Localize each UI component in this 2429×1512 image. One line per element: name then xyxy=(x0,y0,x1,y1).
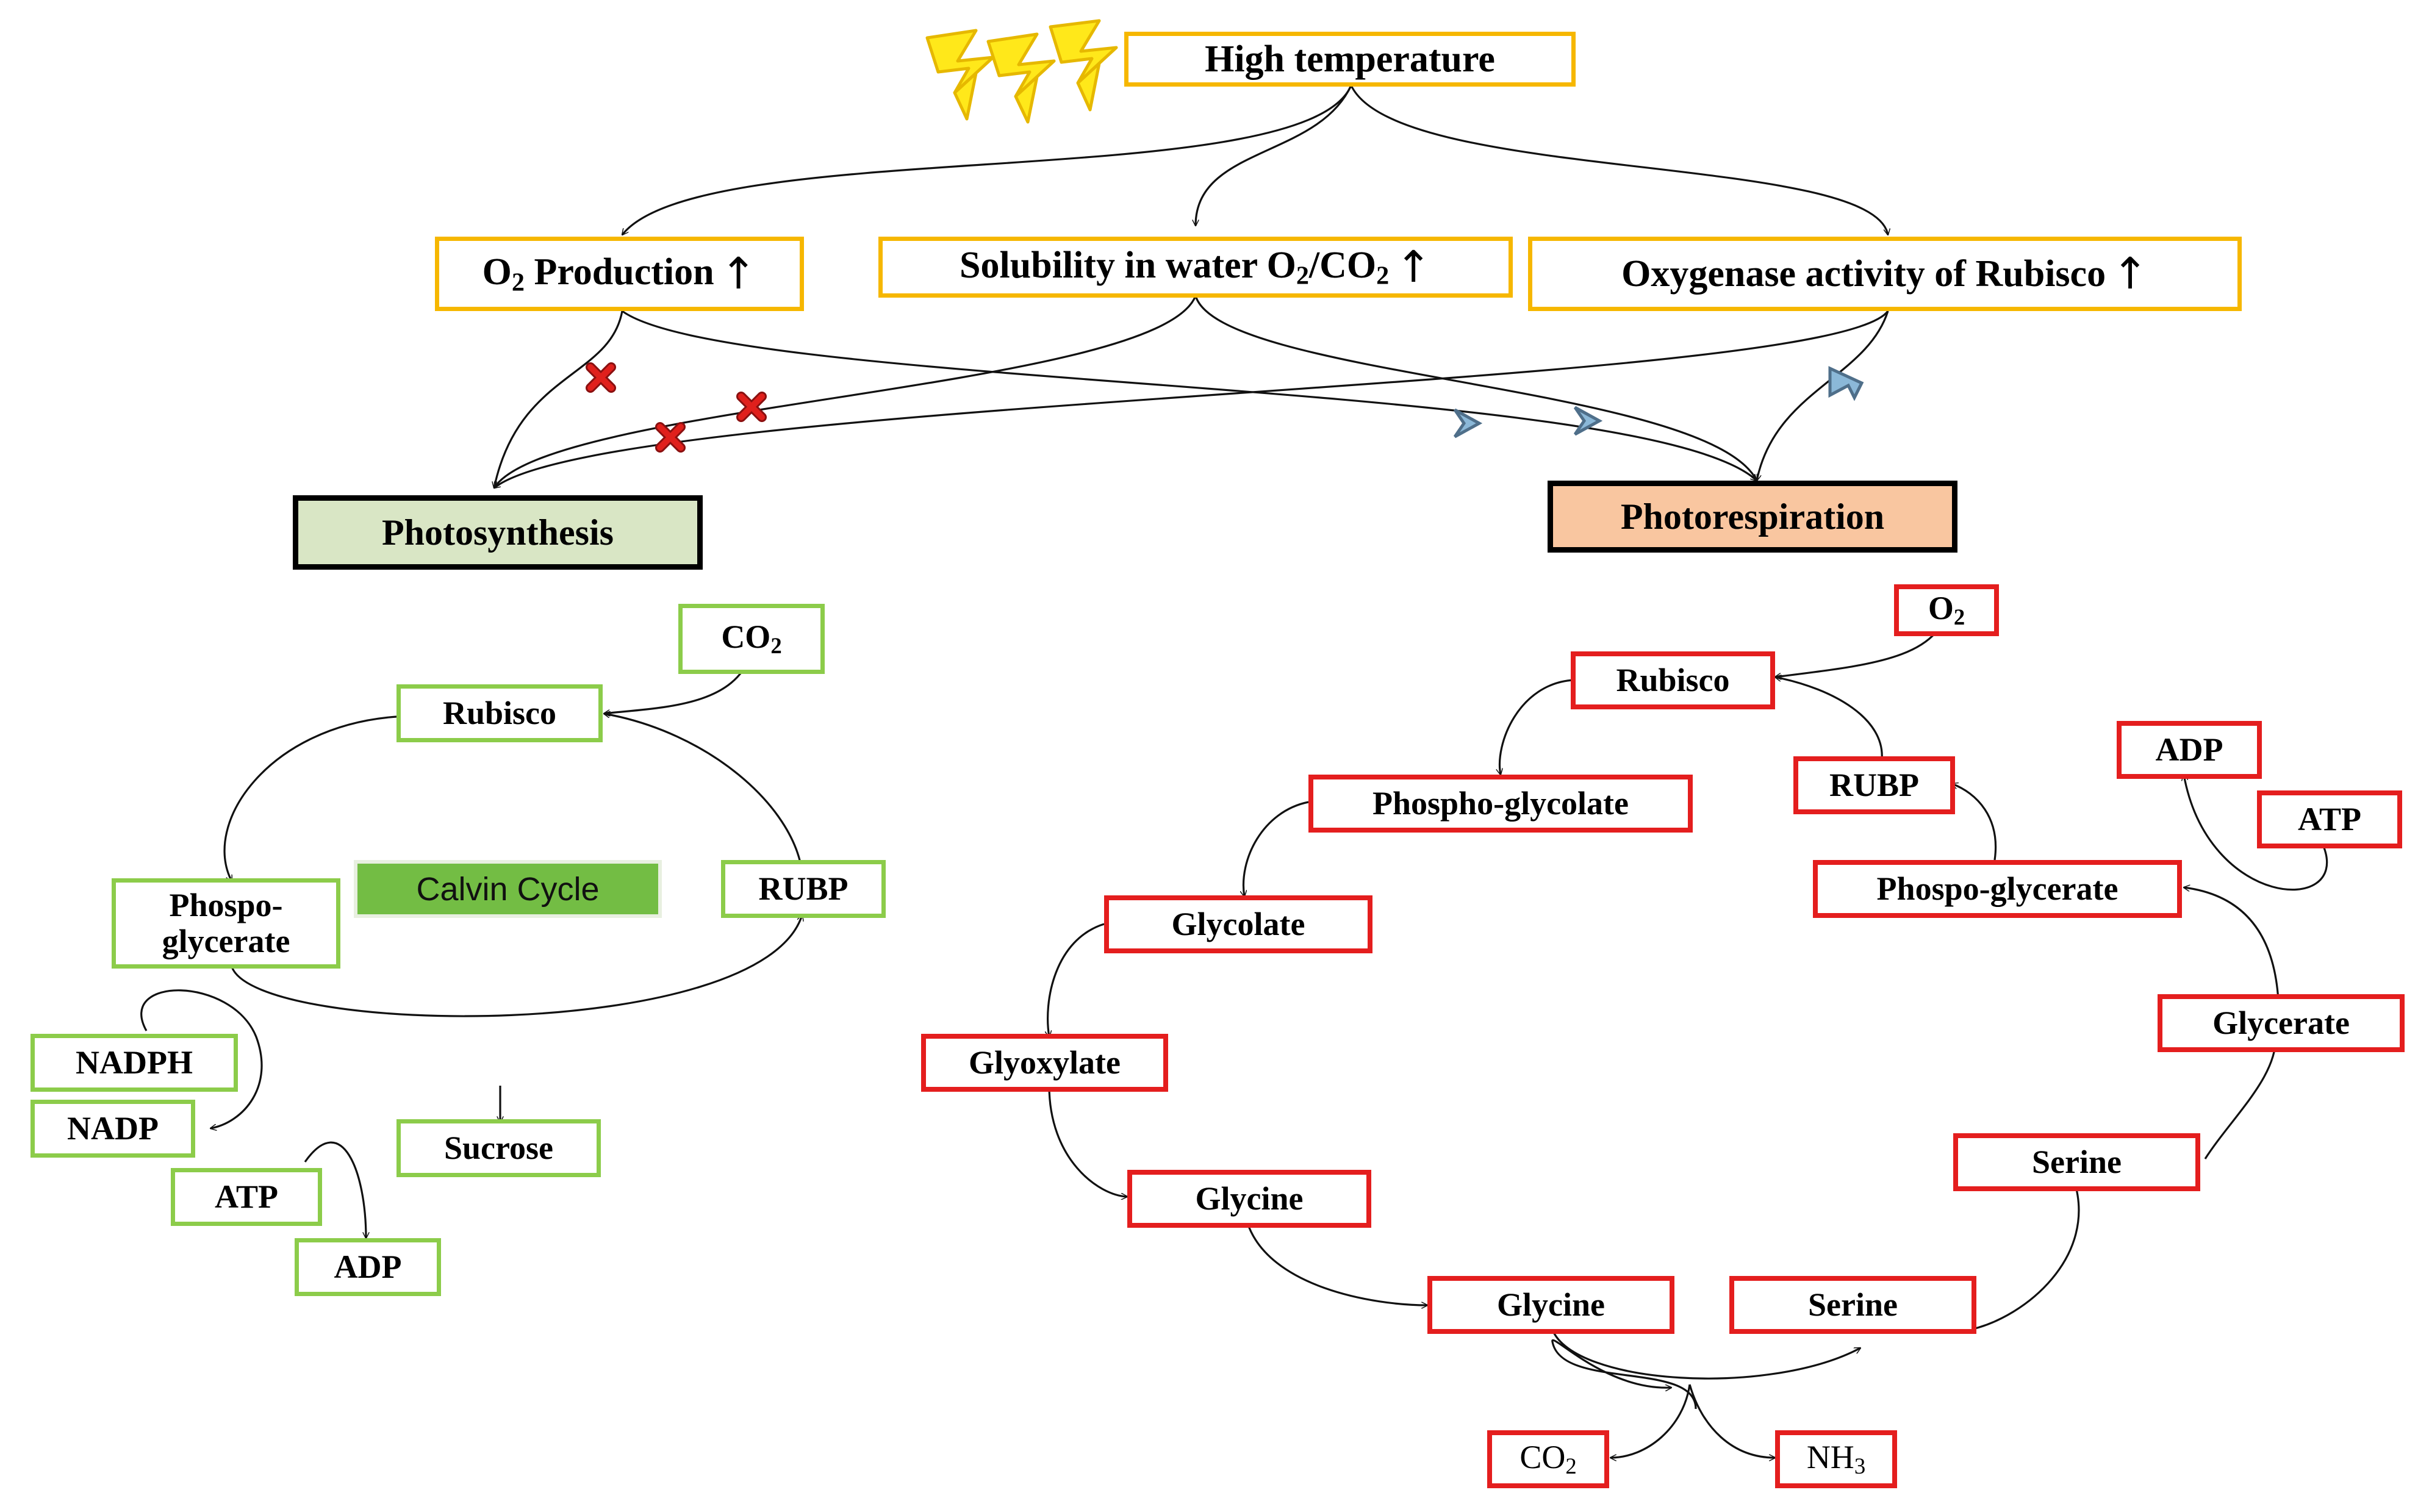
nadp-box: NADP xyxy=(30,1100,195,1158)
calvin-rubp-box: RUBP xyxy=(721,860,886,918)
photosynthesis-box: Photosynthesis xyxy=(293,495,703,570)
glycine-box-2: Glycine xyxy=(1427,1276,1674,1334)
phospho-glycolate-label: Phospho-glycolate xyxy=(1372,784,1629,822)
photoresp-nh3-label: NH3 xyxy=(1806,1439,1866,1479)
glycine-box-1: Glycine xyxy=(1127,1170,1371,1228)
calvin-rubisco-box: Rubisco xyxy=(396,684,603,742)
photoresp-atp-label: ATP xyxy=(2298,800,2361,837)
high-temperature-label: High temperature xyxy=(1205,38,1495,80)
oxygenase-label: Oxygenase activity of Rubisco xyxy=(1621,253,2106,295)
calvin-rubp-label: RUBP xyxy=(758,870,849,907)
solubility-label: Solubility in water O2/CO2 xyxy=(960,244,1390,290)
phospo-glycerate-box: Phospo-glycerate xyxy=(1813,860,2182,918)
glycolate-label: Glycolate xyxy=(1171,905,1305,942)
phospho-glycolate-box: Phospho-glycolate xyxy=(1308,775,1693,833)
high-temperature-box: High temperature xyxy=(1124,32,1576,87)
nadph-box: NADPH xyxy=(30,1034,238,1092)
photoresp-adp-label: ADP xyxy=(2155,731,2223,768)
calvin-co2-label: CO2 xyxy=(721,618,782,659)
photorespiration-label: Photorespiration xyxy=(1620,496,1885,537)
photoresp-rubisco-label: Rubisco xyxy=(1616,661,1730,698)
serine-box-1: Serine xyxy=(1729,1276,1976,1334)
serine-box-2: Serine xyxy=(1953,1133,2200,1191)
chevron-arrow-icon xyxy=(1453,408,1483,439)
serine-label-1: Serine xyxy=(1808,1286,1898,1323)
sucrose-box: Sucrose xyxy=(396,1119,601,1177)
increase-arrow-icon: ↑ xyxy=(1395,241,1432,292)
calvin-phosphoglycerate-line1: Phospo- xyxy=(169,886,283,923)
calvin-atp-label: ATP xyxy=(215,1178,278,1215)
solubility-box: Solubility in water O2/CO2 ↑ xyxy=(878,237,1513,298)
phospo-glycerate-label: Phospo-glycerate xyxy=(1876,870,2119,907)
glyoxylate-label: Glyoxylate xyxy=(969,1044,1121,1081)
glycine-label-1: Glycine xyxy=(1195,1180,1304,1217)
calvin-adp-box: ADP xyxy=(295,1238,441,1296)
photosynthesis-label: Photosynthesis xyxy=(381,512,614,553)
nadp-label: NADP xyxy=(67,1109,159,1147)
photoresp-o2-label: O2 xyxy=(1928,590,1965,630)
red-cross-icon xyxy=(655,422,686,453)
photoresp-nh3-box: NH3 xyxy=(1775,1430,1897,1488)
photorespiration-box: Photorespiration xyxy=(1548,481,1957,553)
photoresp-atp-box: ATP xyxy=(2257,790,2402,848)
calvin-co2-box: CO2 xyxy=(678,604,825,674)
photoresp-co2-label: CO2 xyxy=(1519,1439,1577,1479)
photoresp-rubp-box: RUBP xyxy=(1793,756,1955,814)
lightning-bolt-icon xyxy=(1049,19,1118,112)
nadph-label: NADPH xyxy=(76,1044,193,1081)
photoresp-adp-box: ADP xyxy=(2117,721,2262,779)
calvin-phosphoglycerate-box: Phospo- glycerate xyxy=(112,878,340,969)
lightning-bolt-icon xyxy=(986,32,1056,124)
serine-label-2: Serine xyxy=(2032,1143,2122,1180)
glycerate-label: Glycerate xyxy=(2212,1004,2350,1041)
calvin-rubisco-label: Rubisco xyxy=(442,694,557,731)
oxygenase-box: Oxygenase activity of Rubisco ↑ xyxy=(1528,237,2242,311)
increase-arrow-icon: ↑ xyxy=(720,248,757,299)
glycerate-box: Glycerate xyxy=(2158,994,2405,1052)
glyoxylate-box: Glyoxylate xyxy=(921,1034,1168,1092)
glycine-label-2: Glycine xyxy=(1497,1286,1605,1323)
chevron-arrow-icon xyxy=(1828,366,1864,401)
red-cross-icon xyxy=(586,362,616,393)
chevron-arrow-icon xyxy=(1573,406,1603,436)
red-cross-icon xyxy=(736,392,767,422)
o2-production-label: O2 Production xyxy=(482,251,714,297)
photoresp-rubp-label: RUBP xyxy=(1829,766,1919,803)
calvin-adp-label: ADP xyxy=(334,1248,402,1285)
glycolate-box: Glycolate xyxy=(1104,895,1372,953)
calvin-atp-box: ATP xyxy=(171,1168,322,1226)
o2-production-box: O2 Production ↑ xyxy=(435,237,804,311)
photoresp-o2-box: O2 xyxy=(1894,584,1999,636)
photoresp-co2-box: CO2 xyxy=(1487,1430,1609,1488)
calvin-cycle-label: Calvin Cycle xyxy=(354,860,662,918)
lightning-bolt-icon xyxy=(925,29,995,121)
increase-arrow-icon: ↑ xyxy=(2112,248,2148,299)
calvin-phosphoglycerate-line2: glycerate xyxy=(162,923,290,959)
photoresp-rubisco-box: Rubisco xyxy=(1571,651,1775,709)
sucrose-label: Sucrose xyxy=(443,1129,553,1166)
